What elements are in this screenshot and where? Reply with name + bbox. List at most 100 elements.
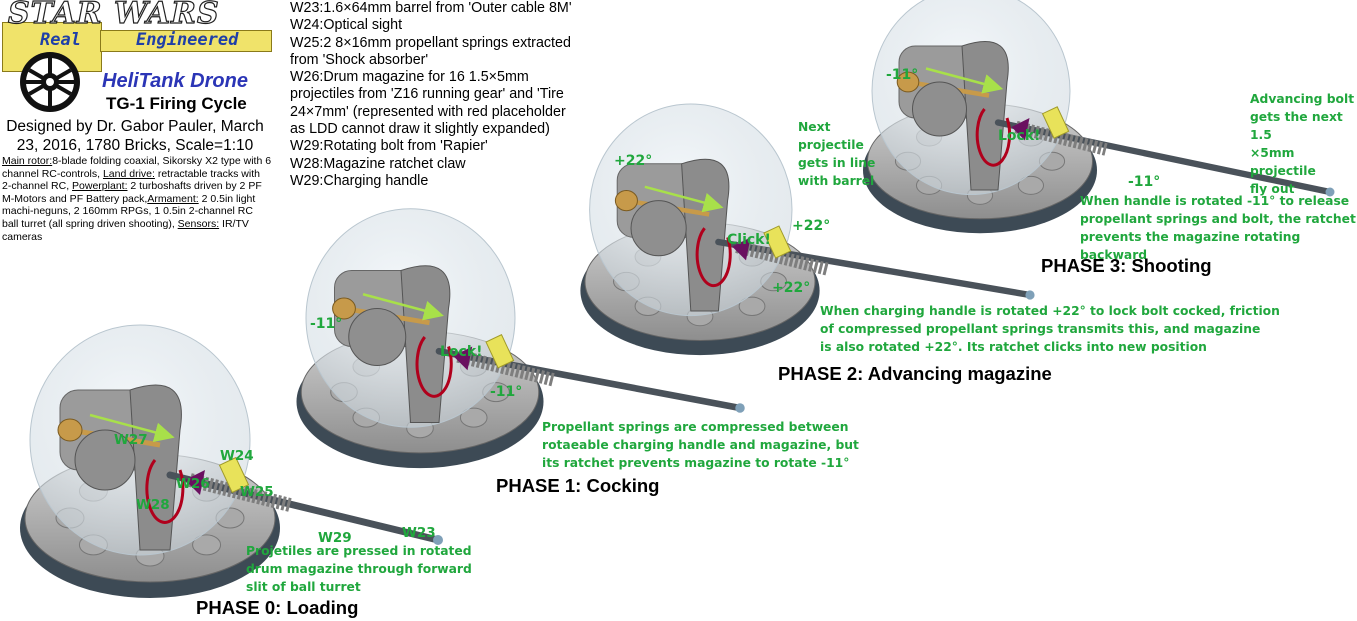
parts-line: as LDD cannot draw it slightly expanded)	[290, 121, 550, 138]
note-line: its ratchet prevents magazine to rotate …	[542, 456, 850, 470]
motion-arrow	[89, 413, 175, 443]
phase0-title: PHASE 0: Loading	[196, 597, 359, 618]
note-line: of compressed propellant springs transmi…	[820, 322, 1261, 336]
spring	[456, 349, 555, 387]
label-w29: W29	[318, 530, 352, 546]
phase1-angle-bottom: -11°	[490, 384, 523, 400]
gear-wheel	[912, 81, 967, 137]
ratchet-claw	[732, 237, 751, 261]
label-w28: W28	[136, 497, 170, 513]
turret-unit-p1	[296, 208, 745, 469]
phase1-title: PHASE 1: Cocking	[496, 475, 660, 496]
bolt-knob	[332, 297, 356, 320]
label-w23: W23	[402, 525, 436, 541]
bolt-knob	[57, 418, 83, 442]
note-line: drum magazine through forward	[246, 562, 472, 576]
note-line: projectile	[798, 138, 864, 152]
note-line: with barrel	[798, 174, 875, 188]
motion-arrow	[644, 185, 724, 213]
spec-label-sensors: Sensors:	[177, 217, 220, 230]
label-w27: W27	[114, 432, 148, 448]
designer-line-2: 23, 2016, 1780 Bricks, Scale=1:10	[16, 137, 254, 154]
phase2-angle-bottom: +22°	[772, 280, 811, 296]
logo-title: STAR WARS	[7, 0, 220, 32]
phase1-lock: Lock!	[440, 344, 483, 360]
note-line: Projetiles are pressed in rotated	[246, 544, 472, 558]
gear-wheel	[74, 429, 136, 491]
phase3-title: PHASE 3: Shooting	[1041, 255, 1212, 276]
drum-magazine	[695, 227, 732, 288]
bolt-knob	[896, 71, 920, 93]
note-line: Advancing bolt	[1250, 92, 1355, 106]
phase1-note: Propellant springs are compressed betwee…	[542, 418, 859, 472]
phase3-lock: Lock!	[998, 128, 1041, 144]
imperial-emblem-icon	[20, 52, 80, 112]
parts-line: W28:Magazine ratchet claw	[290, 155, 466, 172]
note-line: Propellant springs are compressed betwee…	[542, 420, 849, 434]
caliper-bar	[100, 30, 272, 52]
muzzle	[735, 403, 745, 413]
muzzle	[1325, 187, 1335, 197]
spec-label-land: Land drive:	[102, 167, 155, 180]
spec-label-armament: Armament:	[147, 192, 199, 205]
designer-credit: Designed by Dr. Gabor Pauler, March 23, …	[0, 117, 270, 155]
note-line: When handle is rotated -11° to release	[1080, 194, 1350, 208]
drum-magazine	[975, 108, 1012, 167]
parts-line: W29:Rotating bolt from 'Rapier'	[290, 138, 488, 155]
stud	[459, 407, 488, 428]
phase1-angle-top: -11°	[310, 316, 343, 332]
spec-text-sensors: IR/TV cameras	[2, 217, 249, 243]
drone-name: HeliTank Drone	[102, 70, 248, 92]
spec-text-land: retractable tracks with 2-channel RC,	[2, 167, 260, 193]
ratchet-claw	[453, 346, 473, 371]
motion-arrow	[362, 293, 444, 321]
phase2-side-note: Next projectile gets in line with barrel	[798, 118, 875, 190]
charging-handle	[218, 456, 250, 494]
bolt-knob	[614, 189, 638, 212]
phase2-click: Click!	[727, 232, 771, 248]
phase3-angle-bottom: -11°	[1128, 174, 1161, 190]
phase0-note: Projetiles are pressed in rotated drum m…	[246, 542, 472, 596]
turret-unit-p2	[580, 103, 1035, 356]
parts-line: W29:Charging handle	[290, 172, 429, 189]
stud	[1017, 175, 1045, 195]
motion-arrow	[925, 67, 1004, 94]
phase2-note: When charging handle is rotated +22° to …	[820, 302, 1280, 356]
note-line: ×5mm projectile	[1250, 146, 1316, 178]
parts-line: from 'Shock absorber'	[290, 51, 429, 68]
spec-block: Main rotor:8-blade folding coaxial, Siko…	[2, 155, 272, 243]
muzzle	[433, 535, 443, 545]
note-line: prevents the magazine rotating backward	[1080, 230, 1301, 262]
parts-line: projectiles from 'Z16 running gear' and …	[290, 86, 564, 103]
note-line: gets in line	[798, 156, 876, 170]
spec-label-power: Powerplant:	[72, 180, 128, 193]
gear-wheel	[348, 308, 407, 366]
charging-handle	[1041, 106, 1070, 139]
parts-line: 24×7mm' (represented with red placeholde…	[290, 103, 566, 120]
barrel	[715, 238, 1034, 299]
note-line: gets the next 1.5	[1250, 110, 1343, 142]
phase2-angle-top: +22°	[614, 153, 653, 169]
note-line: When charging handle is rotated +22° to …	[820, 304, 1280, 318]
ratchet-claw	[185, 470, 205, 495]
phase2-angle-mid: +22°	[792, 218, 831, 234]
parts-line: W25:2 8×16mm propellant springs extracte…	[290, 34, 571, 51]
parts-list: W23:1.6×64mm barrel from 'Outer cable 8M…	[290, 0, 620, 190]
spec-text-power: 2 turboshafts driven by 2 PF M-Motors an…	[2, 180, 262, 205]
stud	[192, 534, 222, 556]
note-line: propellant springs and bolt, the ratchet	[1080, 212, 1356, 226]
phase2-title: PHASE 2: Advancing magazine	[778, 363, 1052, 384]
drum-magazine	[145, 459, 185, 524]
phase3-side-note: Advancing bolt gets the next 1.5 ×5mm pr…	[1250, 90, 1357, 198]
note-line: Next	[798, 120, 831, 134]
note-line: slit of ball turret	[246, 580, 361, 594]
logo-sub-engineered: Engineered	[136, 30, 239, 50]
charging-handle	[763, 225, 792, 259]
parts-line: W23:1.6×64mm barrel from 'Outer cable 8M…	[290, 0, 572, 16]
turret-unit-p3	[863, 0, 1335, 234]
drum-magazine	[415, 336, 453, 398]
spec-text-armament: 2 0.5in light machi-neguns, 2 160mm RPGs…	[2, 192, 256, 230]
stud	[738, 296, 766, 316]
